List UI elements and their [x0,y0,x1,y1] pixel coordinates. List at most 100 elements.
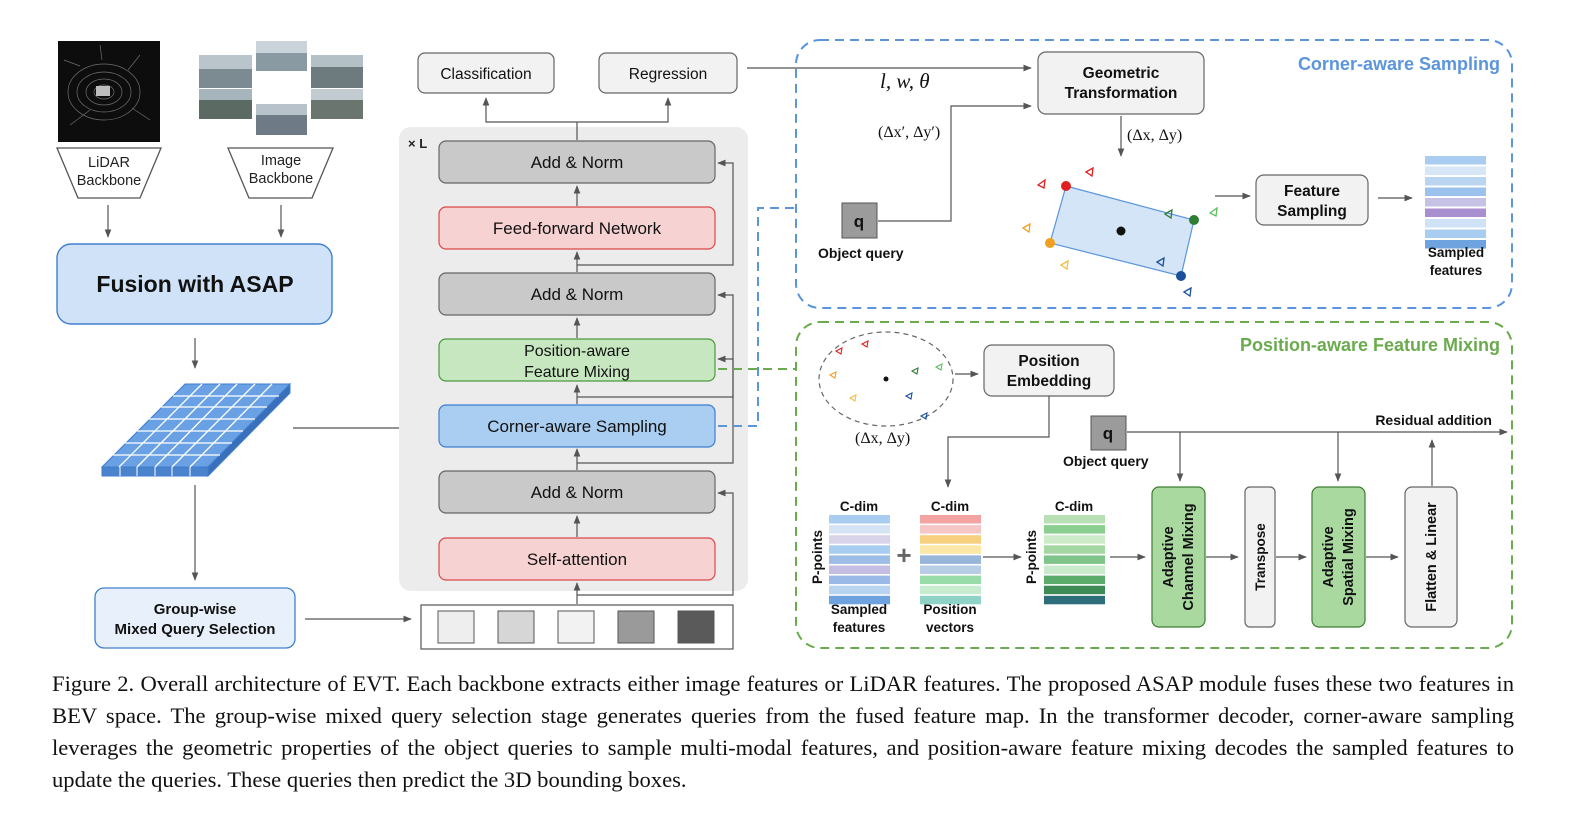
mixed-feature-row-3 [1044,535,1105,544]
c-dim-label-2: C-dim [931,499,969,514]
geometric-transformation-box: Geometric Transformation [1037,51,1205,115]
corner-panel-title: Corner-aware Sampling [1298,54,1500,74]
mixed-feature-row-2 [1044,525,1105,534]
query-glyph: q [854,212,864,231]
self-attention-block: Self-attention [438,537,716,581]
lidar-backbone-label-2: Backbone [77,173,142,189]
mix-sampled-feature-row-3 [829,535,890,544]
feed-forward-label: Feed-forward Network [493,219,662,238]
image-backbone-label-2: Backbone [249,171,314,187]
add-norm-bottom-label: Add & Norm [531,483,624,502]
mix-sampled-feature-row-5 [829,555,890,564]
mix-sampled-feature-row-1 [829,515,890,524]
position-vector-row-5 [920,555,981,564]
offset-label: (Δx, Δy) [1127,127,1182,144]
position-vector-row-8 [920,585,981,595]
mix-sampled-feature-row-8 [829,585,890,595]
mixed-feature-row-7 [1044,575,1105,585]
sampled-features-stack [829,515,890,605]
pafm-label-2: Feature Mixing [524,364,630,381]
mix-sampled-feature-row-4 [829,545,890,554]
image-backbone-label-1: Image [261,153,301,169]
add-norm-bottom-block: Add & Norm [438,470,716,514]
transpose-block: Transpose [1244,486,1276,628]
p-points-label-2: P-points [1024,530,1039,584]
sampled-feature-row-9 [1425,240,1486,249]
mixing-object-query-label: Object query [1063,453,1149,469]
regression-label: Regression [629,66,707,83]
c-dim-label-1: C-dim [840,499,878,514]
add-norm-mid-label: Add & Norm [531,285,624,304]
query-selection-label-1: Group-wise [154,601,237,618]
geo-transform-label-2: Transformation [1065,85,1178,102]
position-vector-row-7 [920,575,981,585]
mix-sampled-feature-row-6 [829,565,890,574]
sampled-feature-row-6 [1425,208,1486,217]
object-queries-row [420,604,734,650]
mixed-features-stack [1044,515,1105,605]
sampled-feature-row-5 [1425,198,1486,207]
position-embedding-box: Position Embedding [983,344,1115,397]
mixed-feature-row-6 [1044,565,1105,574]
pafm-label-1: Position-aware [524,343,630,360]
cas-label: Corner-aware Sampling [487,417,667,436]
position-vector-row-2 [920,525,981,534]
group-wise-query-selection-box: Group-wise Mixed Query Selection [94,587,296,649]
lidar-backbone: LiDAR Backbone [56,147,162,199]
residual-addition-label: Residual addition [1375,412,1492,428]
plus-sign: + [896,540,911,570]
sampled-feature-row-8 [1425,229,1486,238]
classification-head: Classification [417,52,555,94]
corner-aware-sampling-block: Corner-aware Sampling [438,404,716,448]
regression-head: Regression [598,52,738,94]
adaptive-spatial-label-2: Spatial Mixing [1341,508,1357,606]
feature-sampling-label-2: Sampling [1277,203,1347,220]
query-box-3 [557,610,595,644]
mixed-feature-row-8 [1044,585,1105,595]
sampled-features-label-1: Sampled [1428,245,1484,260]
query-selection-label-2: Mixed Query Selection [115,621,276,638]
position-vectors-label-1: Position [923,602,976,617]
image-backbone: Image Backbone [227,147,334,199]
adaptive-channel-label-1: Adaptive [1161,526,1177,587]
fusion-label: Fusion with ASAP [96,271,293,297]
mixing-object-query-box: q [1090,415,1127,451]
add-norm-mid-block: Add & Norm [438,272,716,316]
mix-sampled-feature-row-9 [829,595,890,605]
feed-forward-block: Feed-forward Network [438,206,716,250]
mixed-feature-row-4 [1044,545,1105,554]
query-box-4 [617,610,655,644]
camera-images [199,41,363,135]
offset-prime-label: (Δx′, Δy′) [878,124,940,141]
mixed-feature-row-9 [1044,595,1105,605]
bev-feature-grid [100,382,292,478]
geo-transform-label-1: Geometric [1083,65,1160,82]
mixing-query-glyph: q [1103,424,1113,443]
position-aware-mixing-panel [795,321,1513,649]
position-vectors-label-2: vectors [926,620,974,635]
diagram-canvas: LiDAR Backbone Image Backbone Fusion wit… [56,39,1513,650]
query-box-1 [437,610,475,644]
mix-sampled-label-2: features [833,620,886,635]
architecture-diagram: LiDAR Backbone Image Backbone Fusion wit… [56,39,1513,650]
adaptive-channel-mixing-block: Adaptive Channel Mixing [1151,486,1206,628]
mixed-feature-row-1 [1044,515,1105,524]
flatten-linear-block: Flatten & Linear [1404,486,1458,628]
offset-points-ellipse [818,331,954,427]
mix-sampled-label-1: Sampled [831,602,887,617]
position-vector-row-4 [920,545,981,554]
figure-caption: Figure 2. Overall architecture of EVT. E… [52,671,1514,792]
object-query-box: q [841,202,878,239]
adaptive-channel-label-2: Channel Mixing [1181,503,1197,610]
position-vector-row-3 [920,535,981,544]
rotated-bounding-box [1021,166,1218,298]
mixing-panel-title: Position-aware Feature Mixing [1240,335,1500,355]
self-attention-label: Self-attention [527,550,627,569]
add-norm-top-block: Add & Norm [438,140,716,184]
query-box-5 [677,610,715,644]
repeat-label: × L [408,136,427,151]
transpose-label: Transpose [1253,523,1268,591]
classification-label: Classification [440,66,531,83]
position-vector-row-1 [920,515,981,524]
query-box-2 [497,610,535,644]
